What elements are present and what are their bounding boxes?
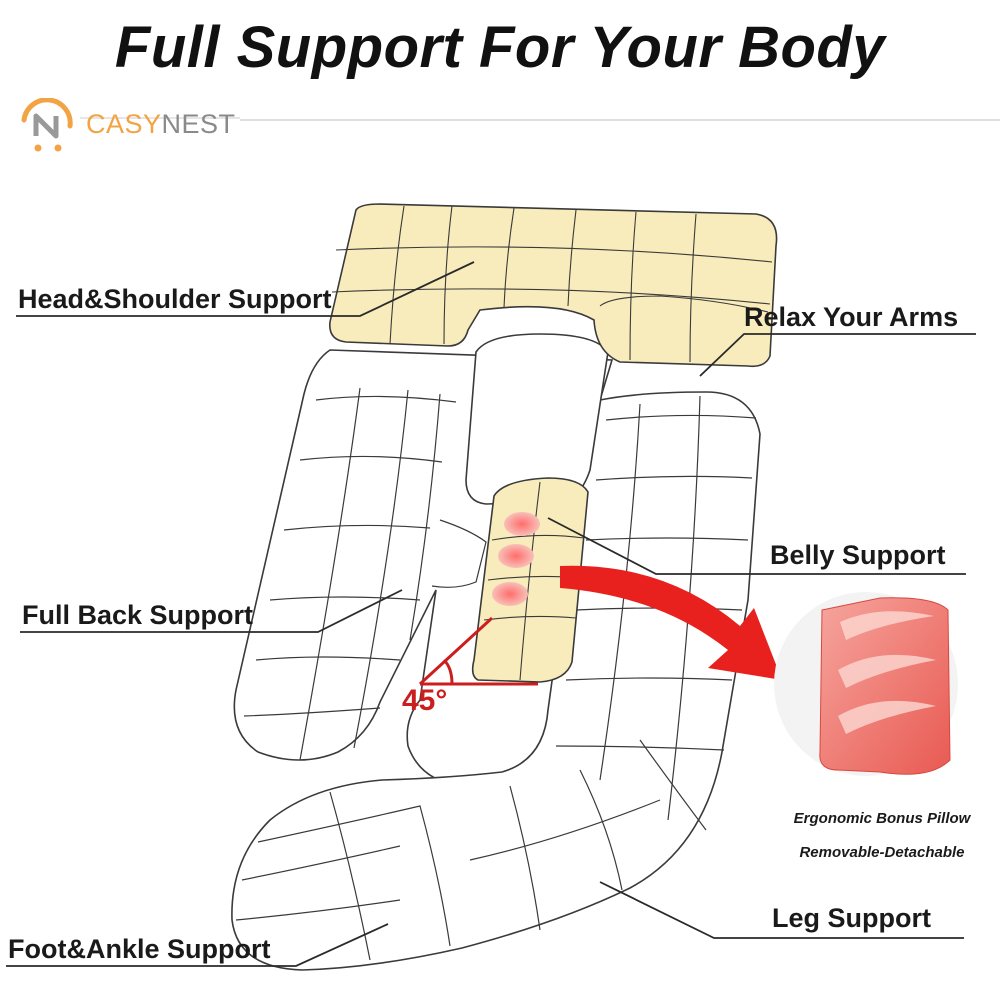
- label-head-shoulder: Head&Shoulder Support: [18, 284, 332, 314]
- leader-relax-arms: [699, 333, 976, 377]
- belly-pad: [498, 544, 534, 568]
- arrow-to-bonus-pillow: [560, 565, 782, 680]
- page-title: Full Support For Your Body: [114, 15, 886, 80]
- header-divider: [240, 119, 1000, 121]
- label-foot-ankle: Foot&Ankle Support: [8, 934, 271, 964]
- bonus-caption-line1: Ergonomic Bonus Pillow: [793, 810, 971, 827]
- pillow-center-hole: [465, 333, 609, 505]
- label-belly: Belly Support: [770, 540, 946, 570]
- belly-pad: [504, 512, 540, 536]
- brand-name: CASYNEST: [86, 109, 236, 140]
- head-shoulder-cushion: [329, 203, 778, 368]
- brand-name-left: CASY: [86, 109, 162, 139]
- angle-marker: [418, 616, 538, 686]
- leader-belly: [547, 517, 966, 575]
- angle-label: 45°: [402, 684, 448, 717]
- leader-leg: [599, 881, 964, 939]
- pillow-right-leg: [231, 391, 761, 971]
- belly-pad: [492, 582, 528, 606]
- label-leg: Leg Support: [772, 903, 931, 933]
- label-relax-arms: Relax Your Arms: [744, 302, 959, 332]
- bonus-caption-line2: Removable-Detachable: [799, 844, 965, 861]
- belly-cushion: [471, 477, 589, 683]
- leader-head-shoulder: [16, 261, 475, 317]
- leader-foot-ankle: [6, 923, 389, 967]
- label-full-back: Full Back Support: [22, 600, 254, 630]
- brand-name-right: NEST: [161, 109, 236, 139]
- leader-full-back: [20, 589, 403, 633]
- brand-logo-icon: [21, 98, 240, 152]
